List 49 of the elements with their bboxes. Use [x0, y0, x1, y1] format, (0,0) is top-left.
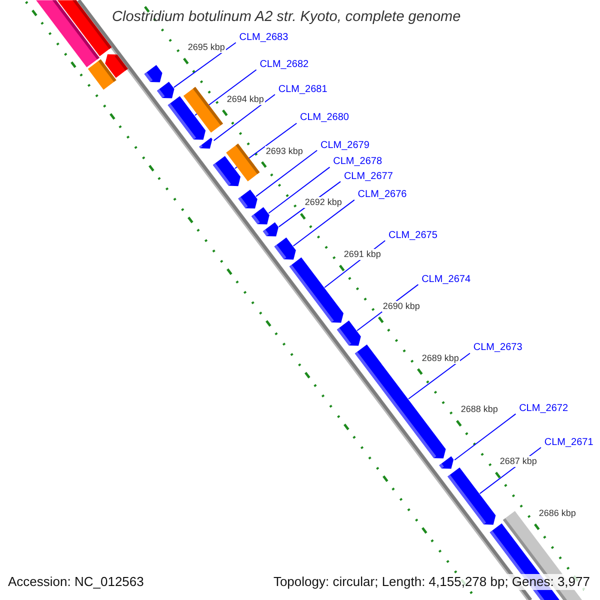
gene-label: CLM_2682	[260, 58, 309, 71]
gene-label: CLM_2671	[544, 436, 594, 449]
scale-label: 2687 kbp	[498, 456, 538, 468]
leader-line	[454, 413, 516, 460]
genome-info-label: Topology: circular; Length: 4,155,278 bp; Genes: 3,977	[271, 574, 592, 590]
gene-label: CLM_2675	[388, 230, 438, 242]
gene-feature	[212, 156, 240, 186]
gene-feature	[262, 222, 278, 236]
gene-label: CLM_2676	[358, 189, 407, 202]
gene-feature	[144, 65, 162, 82]
gene-feature	[336, 320, 361, 346]
gene-label: CLM_2680	[300, 112, 349, 124]
leader-line	[268, 166, 330, 214]
gene-feature	[88, 59, 116, 90]
scale-label: 2689 kbp	[420, 352, 460, 364]
gene-label: CLM_2674	[422, 274, 470, 286]
gene-feature	[448, 468, 496, 525]
leader-line	[213, 94, 276, 142]
gene-label: CLM_2683	[239, 32, 288, 44]
gene-feature	[168, 96, 206, 140]
gene-label: CLM_2673	[473, 342, 522, 354]
gene-label: CLM_2681	[278, 84, 328, 96]
leader-line	[173, 42, 236, 88]
gene-feature	[251, 207, 270, 224]
gene-label: CLM_2672	[519, 403, 568, 416]
scale-label: 2695 kbp	[186, 42, 226, 54]
gene-feature	[354, 344, 446, 458]
gene-label: CLM_2679	[320, 140, 370, 152]
scale-label: 2688 kbp	[460, 404, 499, 416]
gene-feature	[199, 138, 212, 149]
title: Clostridium botulinum A2 str. Kyoto, complete genome	[112, 8, 461, 26]
gene-feature	[36, 0, 100, 68]
scale-label: 2693 kbp	[264, 146, 304, 157]
gene-feature	[238, 190, 258, 208]
gene-feature	[289, 257, 344, 323]
scale-label: 2694 kbp	[226, 94, 265, 105]
gene-label: CLM_2678	[333, 156, 382, 168]
scale-label: 2690 kbp	[382, 300, 421, 312]
gene-feature	[157, 82, 174, 98]
scale-label: 2691 kbp	[342, 249, 382, 260]
gene-label: CLM_2677	[344, 170, 393, 183]
leader-line	[292, 199, 355, 246]
accession-label: Accession: NC_012563	[6, 574, 146, 590]
gene-feature	[274, 238, 296, 260]
leader-line	[256, 150, 318, 197]
gene-feature	[439, 456, 454, 469]
scale-label: 2686 kbp	[538, 508, 577, 519]
leader-line	[408, 352, 470, 400]
scale-label: 2692 kbp	[304, 197, 343, 208]
